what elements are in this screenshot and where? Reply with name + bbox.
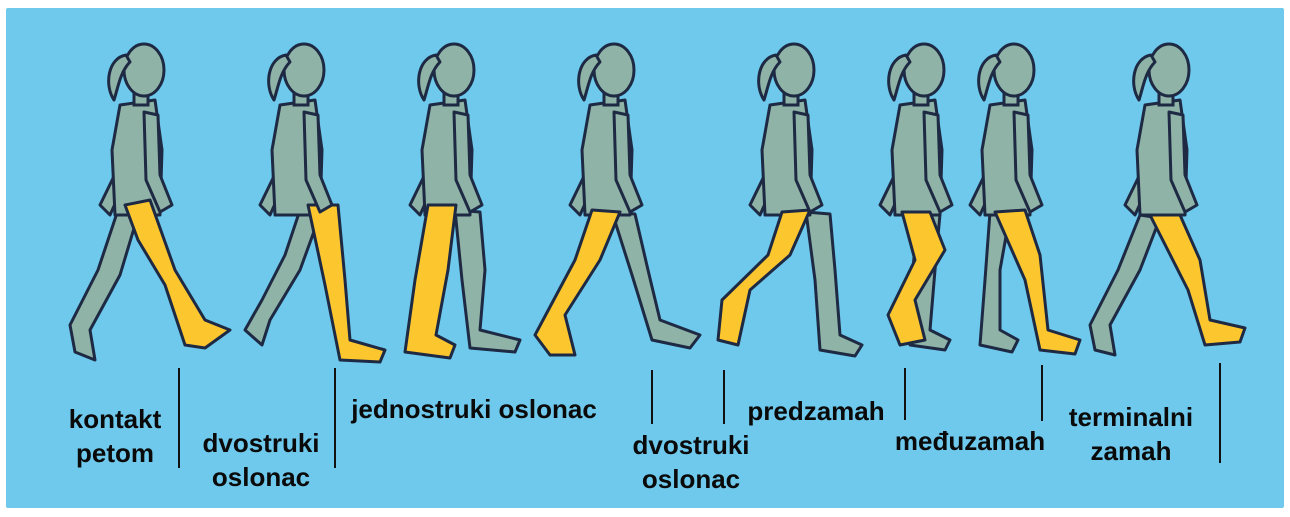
phase-label-line: kontakt	[60, 402, 170, 436]
phase-label-line: međuzamah	[886, 424, 1054, 458]
leg-grey	[245, 210, 320, 345]
leg-grey	[1090, 215, 1160, 355]
phase-divider	[1219, 363, 1221, 463]
head	[774, 44, 814, 96]
phase-label-meduzamah: međuzamah	[886, 424, 1054, 458]
head	[904, 44, 944, 96]
leg-grey	[455, 210, 520, 352]
leg-highlighted	[535, 210, 620, 355]
phase-divider	[904, 368, 906, 420]
head	[994, 44, 1034, 96]
phase-label-jednostruki-oslonac: jednostruki oslonac	[346, 392, 602, 426]
walking-figure	[405, 44, 520, 358]
walking-figure	[718, 44, 862, 356]
phase-label-line: dvostruki	[196, 426, 326, 460]
phase-label-line: petom	[60, 436, 170, 470]
leg-highlighted	[308, 205, 385, 362]
walking-figure	[970, 44, 1080, 354]
phase-label-predzamah: predzamah	[738, 394, 894, 428]
leg-highlighted	[125, 200, 230, 348]
walking-figure	[1090, 44, 1245, 355]
phase-label-line: zamah	[1056, 434, 1206, 468]
phase-label-line: predzamah	[738, 394, 894, 428]
head	[124, 44, 164, 96]
phase-label-line: oslonac	[196, 460, 326, 494]
phase-label-line: oslonac	[626, 462, 756, 496]
walking-figure	[535, 44, 700, 355]
leg-highlighted	[995, 210, 1080, 354]
head	[594, 44, 634, 96]
leg-highlighted	[405, 205, 456, 358]
phase-label-kontakt-petom: kontakt petom	[60, 402, 170, 470]
phase-label-dvostruki-oslonac-1: dvostruki oslonac	[196, 426, 326, 494]
phase-divider	[178, 368, 180, 468]
phase-divider	[1041, 365, 1043, 421]
phase-label-line: terminalni	[1056, 400, 1206, 434]
head	[1149, 44, 1189, 96]
head	[284, 44, 324, 96]
phase-divider	[334, 368, 336, 468]
leg-highlighted	[888, 212, 945, 345]
phase-label-line: jednostruki oslonac	[346, 392, 602, 426]
walking-figure	[245, 44, 385, 362]
head	[434, 44, 474, 96]
walking-figure	[70, 44, 230, 360]
leg-grey	[70, 210, 138, 360]
leg-highlighted	[1150, 215, 1245, 345]
phase-label-dvostruki-oslonac-2: dvostruki oslonac	[626, 428, 756, 496]
leg-grey	[806, 212, 862, 356]
leg-highlighted	[718, 210, 810, 345]
walking-figure	[880, 44, 952, 350]
phase-divider	[651, 370, 653, 424]
phase-label-terminalni-zamah: terminalni zamah	[1056, 400, 1206, 468]
phase-label-line: dvostruki	[626, 428, 756, 462]
phase-divider	[723, 370, 725, 424]
leg-grey	[612, 212, 700, 348]
